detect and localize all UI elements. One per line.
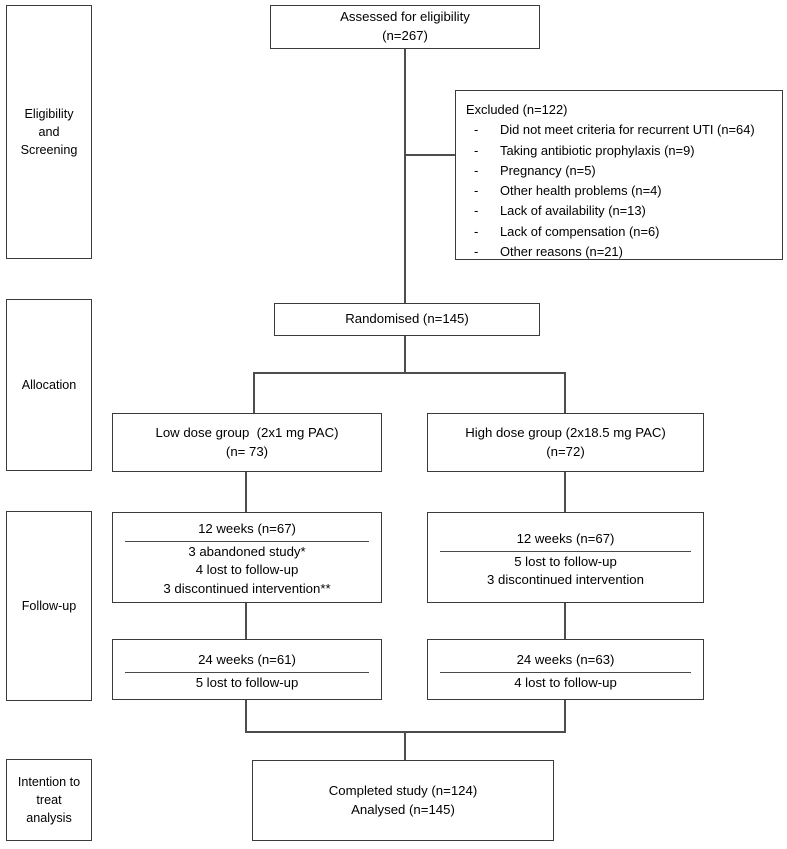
- list-item: - Lack of compensation (n=6): [466, 222, 774, 242]
- stage-label-eligibility-and-screening: Eligibility and Screening: [6, 5, 92, 259]
- list-bullet-dash: -: [474, 243, 479, 259]
- node-assessed-for-eligibility: Assessed for eligibility (n=267): [270, 5, 540, 49]
- list-item-label: Did not meet criteria for recurrent UTI …: [500, 122, 755, 138]
- list-item-label: Lack of compensation (n=6): [500, 223, 660, 239]
- list-item: - Pregnancy (n=5): [466, 161, 774, 181]
- stage-label-allocation: Allocation: [6, 299, 92, 471]
- connector-low-12-weeks-to-24-weeks: [245, 603, 247, 639]
- divider: [125, 671, 369, 673]
- follow-up-heading: 24 weeks (n=63): [516, 652, 615, 667]
- stage-label-line: and: [38, 124, 60, 139]
- divider: [440, 671, 691, 673]
- connector-split-to-low-dose: [253, 372, 255, 413]
- follow-up-detail-list: 5 lost to follow-up: [113, 674, 381, 693]
- connector-high-12-weeks-to-24-weeks: [564, 603, 566, 639]
- list-item: - Did not meet criteria for recurrent UT…: [466, 120, 774, 140]
- stage-label-line: Intention to: [17, 774, 81, 789]
- list-bullet-dash: -: [474, 183, 479, 198]
- connector-low-24-weeks-down: [245, 700, 247, 732]
- follow-up-heading: 12 weeks (n=67): [198, 521, 296, 536]
- list-bullet-dash: -: [474, 162, 479, 178]
- stage-label-line: Follow-up: [21, 598, 77, 613]
- stage-label-follow-up: Follow-up: [6, 511, 92, 701]
- list-bullet-dash: -: [474, 142, 479, 158]
- follow-up-detail: 5 lost to follow-up: [195, 674, 299, 690]
- list-item-label: Lack of availability (n=13): [500, 203, 646, 219]
- excluded-reason-list: - Did not meet criteria for recurrent UT…: [466, 120, 774, 262]
- node-low-dose-24-weeks: 24 weeks (n=61) 5 lost to follow-up: [112, 639, 382, 700]
- node-line: High dose group (2x18.5 mg PAC): [465, 424, 666, 440]
- node-low-dose-12-weeks: 12 weeks (n=67) 3 abandoned study* 4 los…: [112, 512, 382, 603]
- follow-up-detail: 3 discontinued intervention: [487, 572, 644, 588]
- list-item: - Taking antibiotic prophylaxis (n=9): [466, 141, 774, 161]
- node-line: Completed study (n=124): [328, 782, 478, 798]
- connector-assessed-to-randomised: [404, 47, 406, 305]
- connector-merge-to-completed: [404, 731, 406, 760]
- stage-label-line: Screening: [20, 143, 78, 158]
- follow-up-detail-list: 4 lost to follow-up: [428, 674, 703, 693]
- stage-label-line: Eligibility: [24, 106, 74, 121]
- list-bullet-dash: -: [474, 223, 479, 239]
- list-item: - Lack of availability (n=13): [466, 201, 774, 221]
- stage-label-line: Allocation: [21, 377, 77, 392]
- connector-trunk-to-excluded: [404, 154, 456, 156]
- node-line: (n=267): [382, 28, 428, 43]
- node-line: Low dose group (2x1 mg PAC): [155, 424, 339, 440]
- connector-randomised-down: [404, 335, 406, 373]
- node-high-dose-24-weeks: 24 weeks (n=63) 4 lost to follow-up: [427, 639, 704, 700]
- connector-allocation-split: [253, 372, 566, 374]
- connector-high-24-weeks-down: [564, 700, 566, 732]
- list-item-label: Other reasons (n=21): [500, 243, 623, 259]
- follow-up-heading: 12 weeks (n=67): [516, 531, 615, 546]
- node-low-dose-group: Low dose group (2x1 mg PAC) (n= 73): [112, 413, 382, 472]
- connector-low-dose-to-12-weeks: [245, 472, 247, 512]
- follow-up-detail-list: 5 lost to follow-up 3 discontinued inter…: [428, 553, 703, 590]
- divider: [440, 550, 691, 552]
- follow-up-detail: 5 lost to follow-up: [514, 553, 617, 569]
- list-item-label: Other health problems (n=4): [500, 183, 662, 198]
- list-item-label: Pregnancy (n=5): [500, 162, 596, 178]
- list-item: - Other reasons (n=21): [466, 242, 774, 262]
- stage-label-intention-to-treat-analysis: Intention to treat analysis: [6, 759, 92, 841]
- follow-up-detail: 4 lost to follow-up: [514, 674, 617, 690]
- node-high-dose-group: High dose group (2x18.5 mg PAC) (n=72): [427, 413, 704, 472]
- follow-up-heading: 24 weeks (n=61): [198, 652, 296, 667]
- follow-up-detail: 3 abandoned study*: [188, 543, 306, 559]
- node-high-dose-12-weeks: 12 weeks (n=67) 5 lost to follow-up 3 di…: [427, 512, 704, 603]
- list-bullet-dash: -: [474, 122, 479, 138]
- node-line: (n=72): [546, 443, 585, 459]
- list-item: - Other health problems (n=4): [466, 181, 774, 201]
- follow-up-detail: 3 discontinued intervention**: [163, 581, 331, 597]
- connector-split-to-high-dose: [564, 372, 566, 413]
- stage-label-line: analysis: [26, 811, 72, 826]
- node-excluded: Excluded (n=122) - Did not meet criteria…: [455, 90, 783, 260]
- node-randomised: Randomised (n=145): [274, 303, 540, 336]
- connector-high-dose-to-12-weeks: [564, 472, 566, 512]
- divider: [125, 540, 369, 542]
- list-bullet-dash: -: [474, 203, 479, 219]
- node-line: (n= 73): [225, 443, 269, 459]
- node-line: Randomised (n=145): [345, 311, 469, 327]
- node-line: Assessed for eligibility: [340, 9, 470, 25]
- follow-up-detail: 4 lost to follow-up: [195, 562, 299, 578]
- node-completed-study: Completed study (n=124) Analysed (n=145): [252, 760, 554, 841]
- excluded-heading: Excluded (n=122): [466, 102, 568, 117]
- stage-label-line: treat: [36, 792, 62, 807]
- list-item-label: Taking antibiotic prophylaxis (n=9): [500, 142, 695, 158]
- node-line: Analysed (n=145): [351, 801, 455, 817]
- follow-up-detail-list: 3 abandoned study* 4 lost to follow-up 3…: [113, 543, 381, 599]
